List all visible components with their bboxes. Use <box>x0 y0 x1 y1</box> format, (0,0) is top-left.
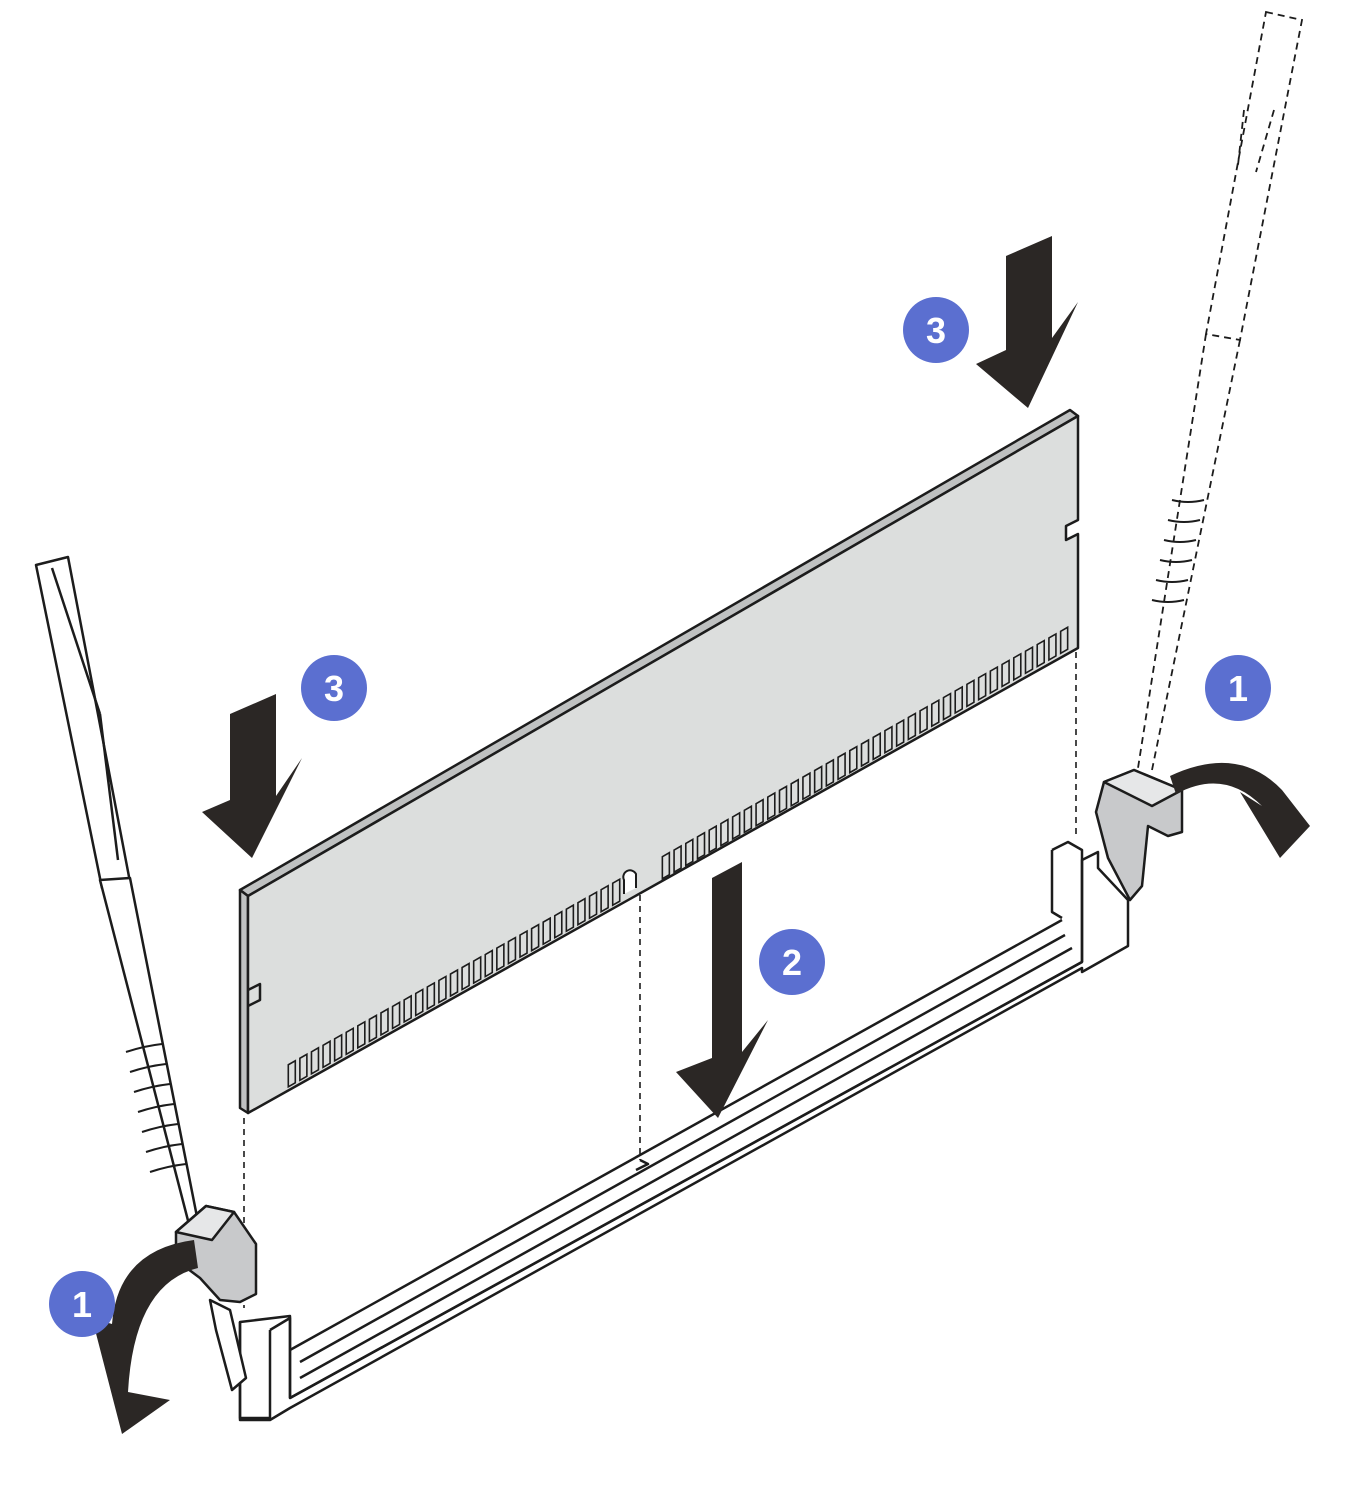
left-latch <box>34 555 258 1392</box>
callout-1-left-label: 1 <box>72 1284 92 1325</box>
dimm-pin <box>673 844 682 874</box>
arrow-curve-right <box>1170 762 1310 858</box>
callout-1-right-label: 1 <box>1228 668 1248 709</box>
dimm-pin <box>837 751 846 781</box>
dimm-pin <box>930 698 940 728</box>
dimm-pin <box>895 718 905 748</box>
arrow-insert-center <box>676 862 768 1118</box>
dimm-pin <box>345 1026 355 1056</box>
dimm-pins-left <box>287 877 621 1089</box>
dimm-pin <box>391 1001 401 1030</box>
dimm-pin <box>977 672 987 702</box>
dimm-pin <box>368 1014 378 1043</box>
dimm-pin <box>907 712 917 741</box>
dimm-pin <box>449 968 459 998</box>
arrow-curve-left <box>92 1240 198 1434</box>
dimm-pin <box>848 745 858 775</box>
dimm-pin <box>1036 639 1046 668</box>
dimm-pin <box>743 804 753 834</box>
dimm-pin <box>588 890 598 920</box>
dimm-pin <box>600 884 609 914</box>
dimm-pin <box>884 725 893 755</box>
dimm-pin <box>333 1033 343 1063</box>
right-latch-lever-dashed <box>1137 10 1304 771</box>
dimm-pin <box>577 897 586 927</box>
dimm-pin <box>530 923 540 952</box>
dimm-pin <box>287 1059 297 1089</box>
callout-2-label: 2 <box>782 942 802 983</box>
dimm-pin <box>565 903 575 933</box>
dimm-pin <box>542 916 551 946</box>
dimm-pin <box>661 851 671 881</box>
dimm-pin <box>299 1052 308 1082</box>
callout-3-left: 3 <box>301 655 367 721</box>
dimm-pin <box>357 1020 366 1050</box>
dimm-pin <box>825 758 835 788</box>
dimm-pin <box>496 942 505 972</box>
arrow-press-left <box>202 694 302 858</box>
dimm-pin <box>790 778 800 808</box>
dimm-pin <box>755 798 764 828</box>
dimm-pin <box>696 831 706 861</box>
dimm-pin <box>708 824 718 854</box>
arrow-press-top <box>976 236 1078 408</box>
dimm-pin <box>484 949 494 978</box>
dimm-pin <box>766 791 776 821</box>
dimm-pin <box>966 678 975 708</box>
dimm-pin <box>1059 625 1069 655</box>
dimm-pin <box>426 981 436 1011</box>
dimm-pin <box>519 929 528 959</box>
callout-1-right: 1 <box>1205 655 1271 721</box>
dimm-pins-right <box>661 625 1069 881</box>
dimm-pin <box>942 692 952 721</box>
dimm-pin <box>989 665 999 695</box>
dimm-pin <box>954 685 964 715</box>
dimm-pin <box>802 771 811 801</box>
dimm-pin <box>860 738 870 768</box>
dimm-pin <box>872 731 882 761</box>
dimm-pin <box>1024 645 1034 675</box>
dimm-pin <box>684 838 694 867</box>
callout-2: 2 <box>759 929 825 995</box>
dimm-key-notch <box>622 869 637 894</box>
dimm-pin <box>1012 652 1022 682</box>
dimm-pin <box>507 936 517 965</box>
callout-3-left-label: 3 <box>324 668 344 709</box>
dimm-module <box>238 408 1080 1115</box>
dimm-pin <box>310 1046 320 1076</box>
callout-3-top-label: 3 <box>926 310 946 351</box>
dimm-pin <box>778 785 788 814</box>
callout-1-left: 1 <box>49 1271 115 1337</box>
dimm-pin <box>1048 632 1057 662</box>
dimm-pin <box>403 994 412 1024</box>
dimm-pin <box>553 910 563 940</box>
dimm-face <box>246 414 1080 1115</box>
dimm-pin <box>720 818 729 847</box>
dimm-pin <box>414 988 424 1017</box>
dimm-pin <box>1001 659 1010 688</box>
arrows <box>92 236 1310 1434</box>
dimm-pin <box>380 1007 389 1037</box>
dimm-pin <box>919 705 928 735</box>
dimm-pin <box>322 1039 331 1069</box>
dimm-pin <box>813 765 823 794</box>
dimm-pin <box>438 975 447 1004</box>
dimm-pin <box>731 811 741 841</box>
dimm-pin <box>611 877 621 907</box>
callout-3-top: 3 <box>903 297 969 363</box>
dimm-pin <box>461 962 470 991</box>
dimm-pin <box>472 955 482 985</box>
